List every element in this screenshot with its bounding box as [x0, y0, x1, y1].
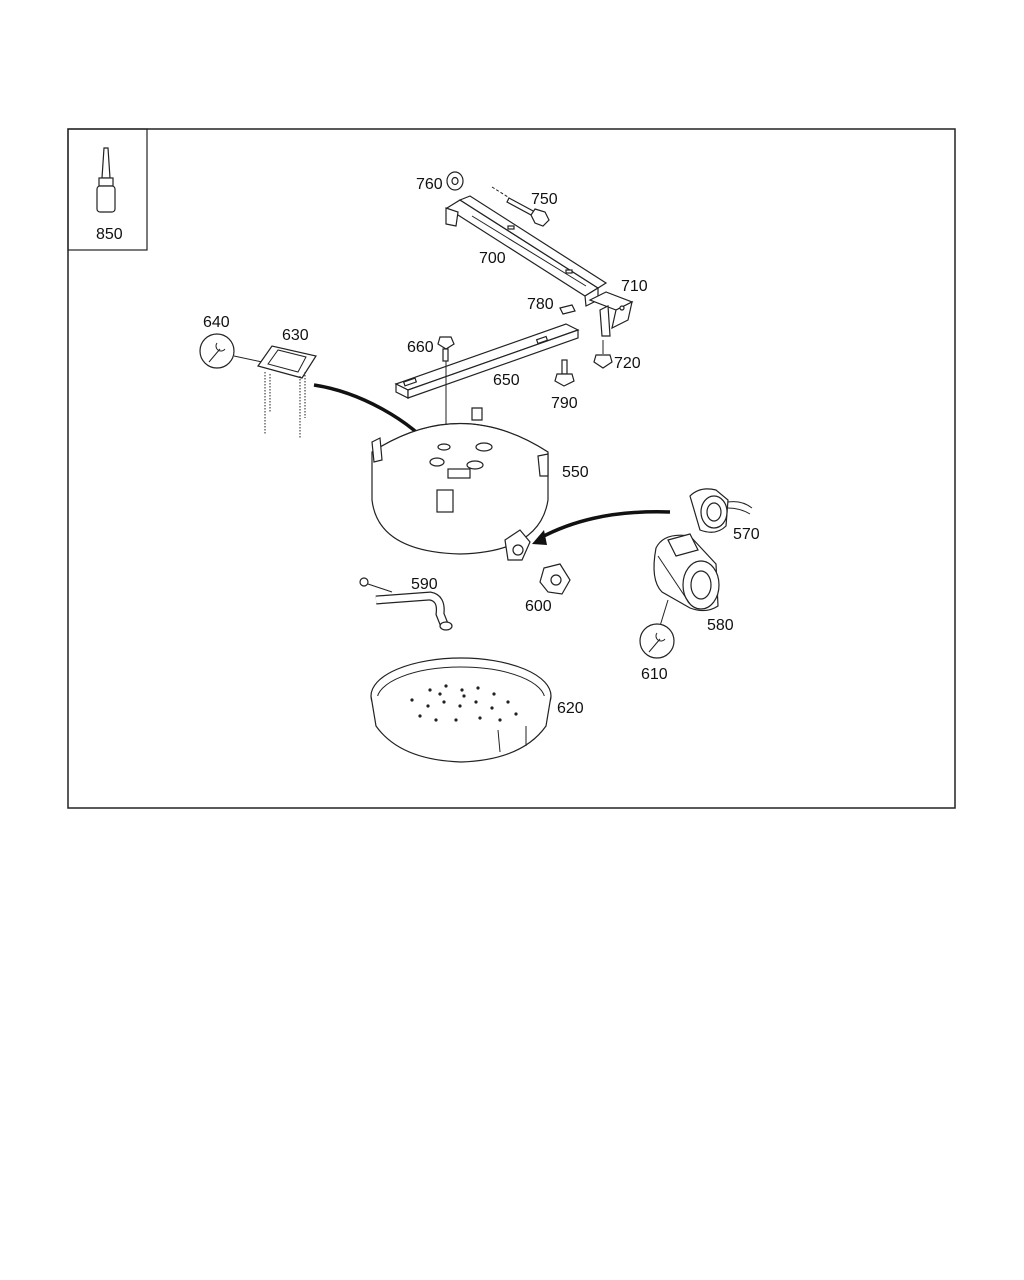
callout-590: 590 — [411, 576, 438, 593]
callout-750: 750 — [531, 191, 558, 208]
wrench-icon — [648, 632, 666, 653]
callout-570: 570 — [733, 526, 760, 543]
callout-580: 580 — [707, 617, 734, 634]
callout-790: 790 — [551, 395, 578, 412]
bracket-710 — [588, 291, 634, 337]
bolt-750 — [491, 186, 550, 227]
callout-550: 550 — [562, 464, 589, 481]
tank-550 — [371, 407, 549, 555]
arrow-570-to-550 — [532, 510, 671, 545]
inset-850: 850 — [67, 128, 148, 251]
bolt-720 — [593, 340, 613, 369]
pipe-590 — [359, 577, 453, 631]
washer-760 — [446, 171, 464, 191]
fitting-550 — [504, 529, 531, 561]
callout-720: 720 — [614, 355, 641, 372]
clip-780 — [559, 304, 576, 315]
callout-620: 620 — [557, 700, 584, 717]
plate-630 — [257, 345, 317, 438]
bracket-700 — [445, 195, 608, 307]
sealant-tube-icon — [96, 147, 116, 213]
tool-640 — [199, 333, 263, 369]
heater-580 — [653, 533, 720, 612]
bolt-790 — [554, 359, 575, 387]
motor-570 — [689, 488, 753, 533]
tray-620 — [370, 657, 552, 763]
bolt-660 — [437, 336, 455, 362]
callout-760: 760 — [416, 176, 443, 193]
callout-780: 780 — [527, 296, 554, 313]
callout-600: 600 — [525, 598, 552, 615]
diagram-frame — [67, 128, 956, 809]
callout-700: 700 — [479, 250, 506, 267]
callout-650: 650 — [493, 372, 520, 389]
rail-650 — [394, 323, 580, 485]
callout-640: 640 — [203, 314, 230, 331]
callout-610: 610 — [641, 666, 668, 683]
callout-850: 850 — [96, 226, 123, 243]
sensor-600 — [539, 563, 571, 595]
callout-660: 660 — [407, 339, 434, 356]
callout-630: 630 — [282, 327, 309, 344]
callout-710: 710 — [621, 278, 648, 295]
wrench-icon — [208, 342, 226, 363]
tool-610 — [639, 599, 675, 659]
